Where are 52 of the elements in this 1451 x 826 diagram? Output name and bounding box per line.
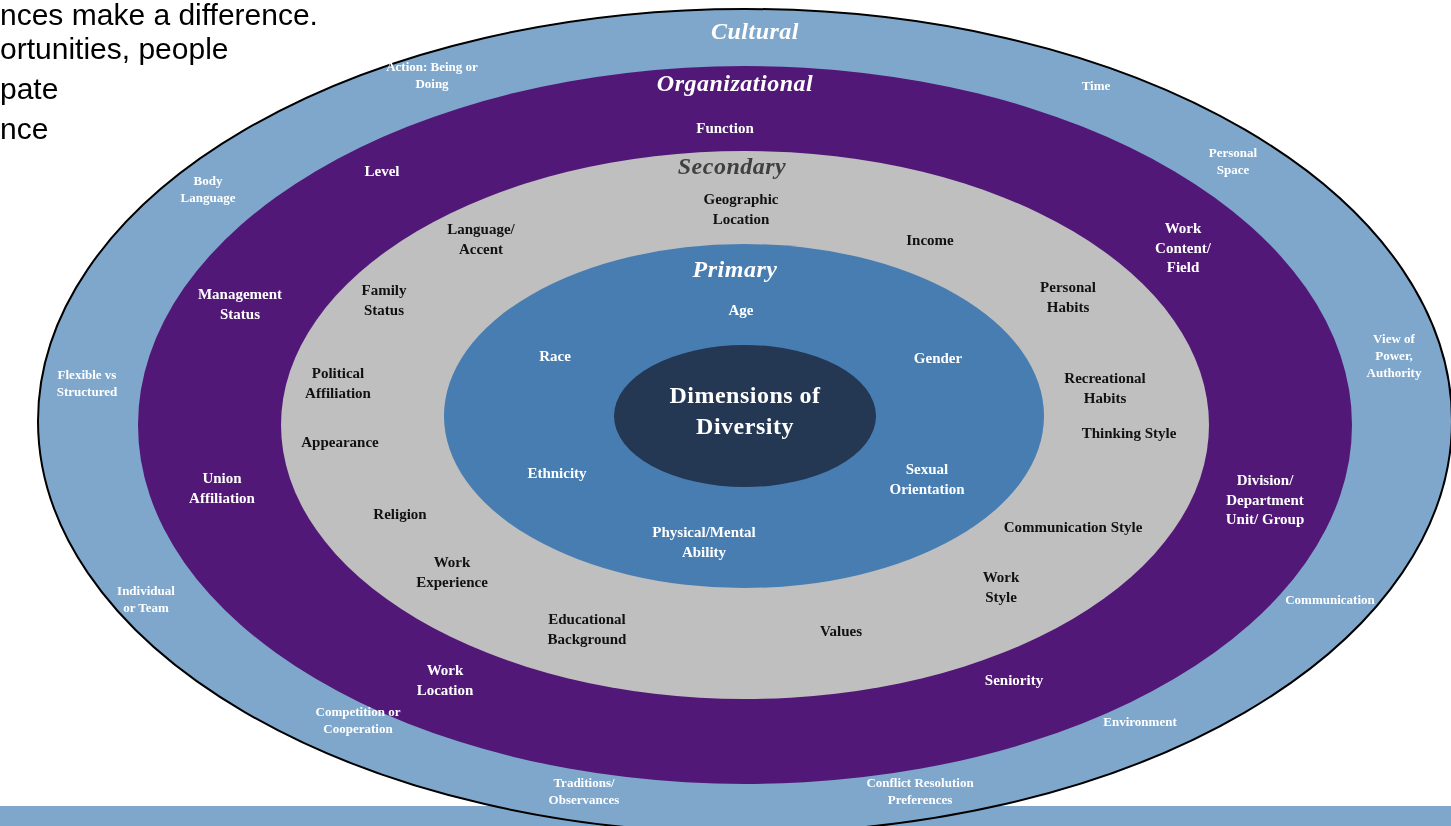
- dimension-label: Flexible vs Structured: [55, 367, 119, 401]
- slide-text: nces make a difference.: [0, 0, 318, 30]
- dimension-label: Level: [363, 162, 401, 182]
- dimension-label: Division/ Department Unit/ Group: [1224, 470, 1306, 529]
- dimension-label: Appearance: [300, 433, 380, 453]
- dimension-label: Action: Being or Doing: [385, 59, 479, 93]
- dimension-label: Time: [1080, 77, 1112, 95]
- dimension-label: Physical/Mental Ability: [651, 522, 757, 562]
- dimension-label: Personal Space: [1207, 145, 1259, 179]
- dimension-label: Geographic Location: [702, 189, 780, 228]
- ring-title: Cultural: [709, 17, 800, 47]
- slide-text: ortunities, people: [0, 34, 229, 64]
- dimension-label: Educational Background: [546, 609, 628, 649]
- ring-title: Secondary: [676, 152, 788, 182]
- dimension-label: Work Experience: [415, 552, 489, 592]
- dimension-label: Work Style: [981, 567, 1021, 607]
- ring-title: Organizational: [655, 69, 815, 99]
- slide-text: nce: [0, 114, 49, 144]
- dimension-label: Function: [695, 119, 755, 139]
- dimension-label: Work Content/ Field: [1154, 218, 1212, 277]
- dimension-label: Individual or Team: [116, 583, 176, 617]
- dimension-label: Thinking Style: [1080, 424, 1178, 444]
- dimension-label: Body Language: [179, 173, 237, 207]
- center-title: Dimensions of Diversity: [668, 380, 822, 441]
- dimension-label: Religion: [372, 505, 428, 525]
- dimension-label: Work Location: [415, 660, 475, 699]
- dimension-label: Race: [538, 347, 572, 367]
- dimension-label: Language/ Accent: [446, 219, 516, 258]
- dimension-label: Conflict Resolution Preferences: [865, 775, 975, 809]
- center-ellipse: [613, 344, 877, 488]
- dimension-label: Recreational Habits: [1063, 368, 1147, 407]
- dimension-label: Values: [819, 622, 863, 642]
- dimension-label: Sexual Orientation: [888, 459, 966, 498]
- dimension-label: Environment: [1102, 713, 1178, 731]
- dimension-label: Income: [905, 231, 955, 251]
- dimension-label: Communication: [1284, 591, 1376, 609]
- dimension-label: Personal Habits: [1039, 277, 1097, 316]
- dimension-label: Union Affiliation: [188, 468, 256, 507]
- dimension-label: Ethnicity: [526, 464, 588, 484]
- dimension-label: Family Status: [360, 280, 408, 319]
- dimension-label: Political Affiliation: [304, 363, 372, 402]
- dimension-label: Gender: [912, 349, 964, 369]
- dimension-label: View of Power, Authority: [1365, 330, 1423, 382]
- dimension-label: Management Status: [196, 284, 284, 323]
- dimension-label: Age: [727, 301, 755, 321]
- dimension-label: Seniority: [983, 671, 1045, 691]
- ellipse-ring: [280, 150, 1210, 700]
- dimension-label: Communication Style: [1002, 518, 1144, 538]
- dimension-label: Competition or Cooperation: [315, 704, 401, 738]
- slide-text: pate: [0, 74, 59, 104]
- ring-title: Primary: [691, 255, 779, 285]
- dimension-label: Traditions/ Observances: [547, 775, 621, 809]
